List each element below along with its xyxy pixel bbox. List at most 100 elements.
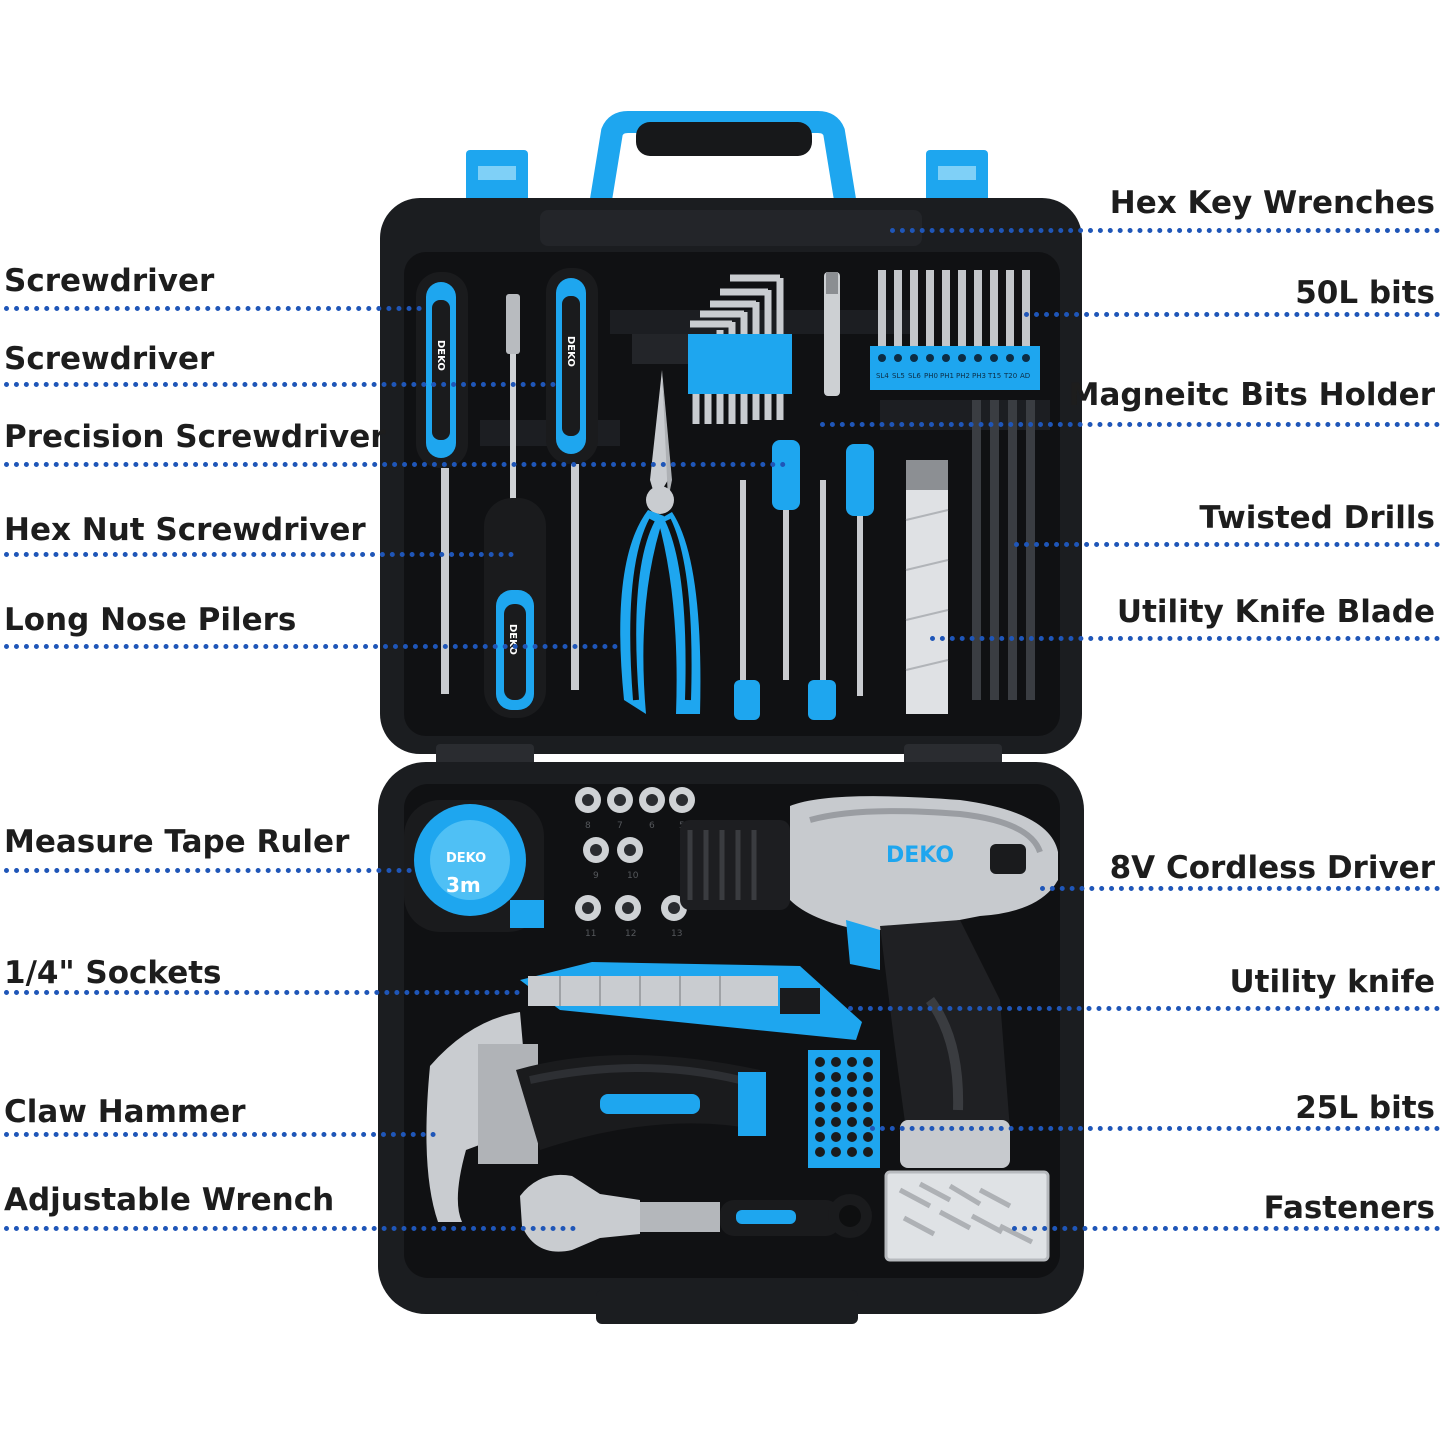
label-adjustable-wrench: Adjustable Wrench (4, 1182, 335, 1218)
cordless-driver: DEKO (680, 796, 1058, 1168)
claw-hammer (426, 1012, 766, 1222)
bit-25l (863, 1132, 873, 1142)
socket-hole (624, 844, 636, 856)
leader-fasteners (1012, 1226, 1440, 1231)
label-cordless-driver: 8V Cordless Driver (1109, 850, 1435, 886)
screwdriver-left: DEKO (416, 272, 468, 694)
leader-twisted-drills (1014, 542, 1440, 547)
bit-mark-label: AD (1020, 372, 1030, 380)
leader-claw-hammer (4, 1132, 436, 1137)
bit-dot (1022, 354, 1030, 362)
bit-25l (815, 1147, 825, 1157)
bit-25l (831, 1132, 841, 1142)
magnetic-bits-holder (824, 272, 840, 396)
label-hex-key-wrenches: Hex Key Wrenches (1109, 185, 1435, 221)
bit-25l (863, 1087, 873, 1097)
bit-dot (894, 354, 902, 362)
case-latches (466, 150, 988, 212)
label-precision-screwdriver: Precision Screwdriver (4, 419, 386, 455)
utility-knife (520, 962, 862, 1040)
leader-utility-knife (848, 1006, 1440, 1011)
hex-key-holder (688, 334, 792, 394)
bit-mark-label: PH1 (940, 372, 954, 380)
svg-text:3m: 3m (446, 873, 481, 897)
label-screwdriver-2: Screwdriver (4, 341, 215, 377)
bit-25l (847, 1087, 857, 1097)
bit-25l (815, 1087, 825, 1097)
leader-25l-bits (870, 1126, 1440, 1131)
leader-sockets (4, 990, 520, 995)
bit-25l (847, 1147, 857, 1157)
label-measure-tape: Measure Tape Ruler (4, 824, 350, 860)
socket-hole (614, 794, 626, 806)
socket-hole (622, 902, 634, 914)
long-nose-pliers (620, 370, 701, 714)
socket-hole (646, 794, 658, 806)
bit-25l (815, 1072, 825, 1082)
bit-25l (847, 1072, 857, 1082)
leader-magnetic-bits-holder (820, 422, 1440, 427)
bit-25l (863, 1057, 873, 1067)
leader-adjustable-wrench (4, 1226, 576, 1231)
socket-size-label: 7 (617, 821, 623, 831)
bit-dot (974, 354, 982, 362)
bit-25l (831, 1117, 841, 1127)
leader-50l-bits (1024, 312, 1440, 317)
label-sockets: 1/4" Sockets (4, 955, 222, 991)
case-hinges (436, 744, 1002, 766)
leader-screwdriver-2 (4, 382, 556, 387)
bit-dot (878, 354, 886, 362)
bit-25l (831, 1102, 841, 1112)
bit-mark-label: SL5 (892, 372, 905, 380)
measure-tape: DEKO 3m (404, 800, 544, 932)
svg-text:DEKO: DEKO (565, 336, 576, 367)
bit-dot (910, 354, 918, 362)
leader-precision-screwdriver (4, 462, 786, 467)
label-fasteners: Fasteners (1263, 1190, 1435, 1226)
label-twisted-drills: Twisted Drills (1199, 500, 1435, 536)
bit-dot (942, 354, 950, 362)
leader-cordless-driver (1040, 886, 1440, 891)
leader-utility-knife-blade (930, 636, 1440, 641)
svg-text:DEKO: DEKO (446, 851, 486, 866)
leader-measure-tape (4, 868, 412, 873)
bit-25l (815, 1102, 825, 1112)
socket-size-label: 12 (625, 929, 636, 939)
bit-mark-label: PH2 (956, 372, 970, 380)
bit-mark-label: PH3 (972, 372, 986, 380)
bit-mark-label: PH0 (924, 372, 938, 380)
label-screwdriver-1: Screwdriver (4, 263, 215, 299)
leader-long-nose-pliers (4, 644, 618, 649)
label-25l-bits: 25L bits (1295, 1090, 1435, 1126)
label-claw-hammer: Claw Hammer (4, 1094, 246, 1130)
bit-mark-label: T20 (1003, 372, 1017, 380)
bit-25l (831, 1087, 841, 1097)
bit-25l (847, 1102, 857, 1112)
bit-dot (990, 354, 998, 362)
socket-hole (668, 902, 680, 914)
bit-25l (831, 1072, 841, 1082)
label-hex-nut-screwdriver: Hex Nut Screwdriver (4, 512, 366, 548)
socket-size-label: 6 (649, 821, 655, 831)
socket-hole (582, 902, 594, 914)
socket-size-label: 11 (585, 929, 596, 939)
socket-size-label: 9 (593, 871, 599, 881)
svg-text:DEKO: DEKO (435, 340, 446, 371)
socket-hole (582, 794, 594, 806)
bit-25l (863, 1117, 873, 1127)
bit-25l (863, 1147, 873, 1157)
fasteners-box (884, 1170, 1050, 1262)
bit-mark-label: SL4 (876, 372, 889, 380)
precision-screwdriver-set (734, 440, 874, 720)
adjustable-wrench (520, 1174, 872, 1252)
bit-mark-label: T15 (987, 372, 1001, 380)
label-utility-knife-blade: Utility Knife Blade (1116, 594, 1435, 630)
twisted-drills (972, 400, 1035, 700)
bit-25l (831, 1147, 841, 1157)
leader-hex-key-wrenches (890, 228, 1440, 233)
bit-holder-strip (870, 346, 1040, 390)
label-magnetic-bits-holder: Magneitc Bits Holder (1068, 377, 1435, 413)
svg-text:DEKO: DEKO (507, 624, 518, 655)
